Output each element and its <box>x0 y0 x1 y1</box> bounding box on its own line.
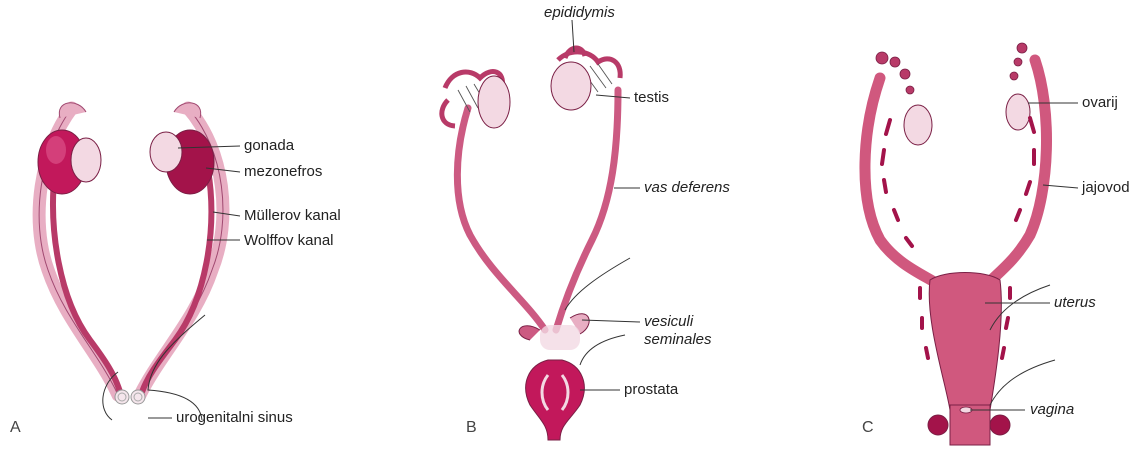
ovary-left <box>904 105 932 145</box>
label-mezonefros: mezonefros <box>244 164 322 179</box>
vas-deferens-right <box>556 90 618 330</box>
uterine-tube-right <box>975 60 1046 300</box>
label-wolffov-kanal: Wolffov kanal <box>244 233 334 248</box>
vas-deferens-left <box>457 108 545 330</box>
label-mullerov-kanal: Müllerov kanal <box>244 208 341 223</box>
label-vagina: vagina <box>1030 402 1074 417</box>
gonad-right <box>150 132 182 172</box>
label-seminales: seminales <box>644 332 712 347</box>
panel-letter-a: A <box>10 420 21 436</box>
label-urogenitalni-sinus: urogenitalni sinus <box>176 410 293 425</box>
label-ovarij: ovarij <box>1082 95 1118 110</box>
label-epididymis: epididymis <box>544 5 615 20</box>
label-vas-deferens: vas deferens <box>644 180 730 195</box>
panel-c-drawing <box>865 43 1078 445</box>
wolffian-duct-right <box>142 170 211 392</box>
label-prostata: prostata <box>624 382 678 397</box>
prostate <box>526 360 585 440</box>
label-uterus: uterus <box>1054 295 1096 310</box>
panel-letter-c: C <box>862 420 874 436</box>
testis-left <box>478 76 510 128</box>
panel-b-drawing <box>442 20 640 440</box>
gonad-left <box>71 138 101 182</box>
wolffian-duct-left <box>53 170 120 392</box>
seminal-vesicle-left <box>519 326 540 340</box>
testis-right <box>551 62 591 110</box>
label-gonada: gonada <box>244 138 294 153</box>
label-jajovod: jajovod <box>1082 180 1130 195</box>
panel-letter-b: B <box>466 420 477 436</box>
panel-a-drawing <box>38 103 240 420</box>
ovary-right <box>1006 94 1030 130</box>
uterus <box>929 273 1001 411</box>
label-testis: testis <box>634 90 669 105</box>
label-vesiculi: vesiculi <box>644 314 693 329</box>
